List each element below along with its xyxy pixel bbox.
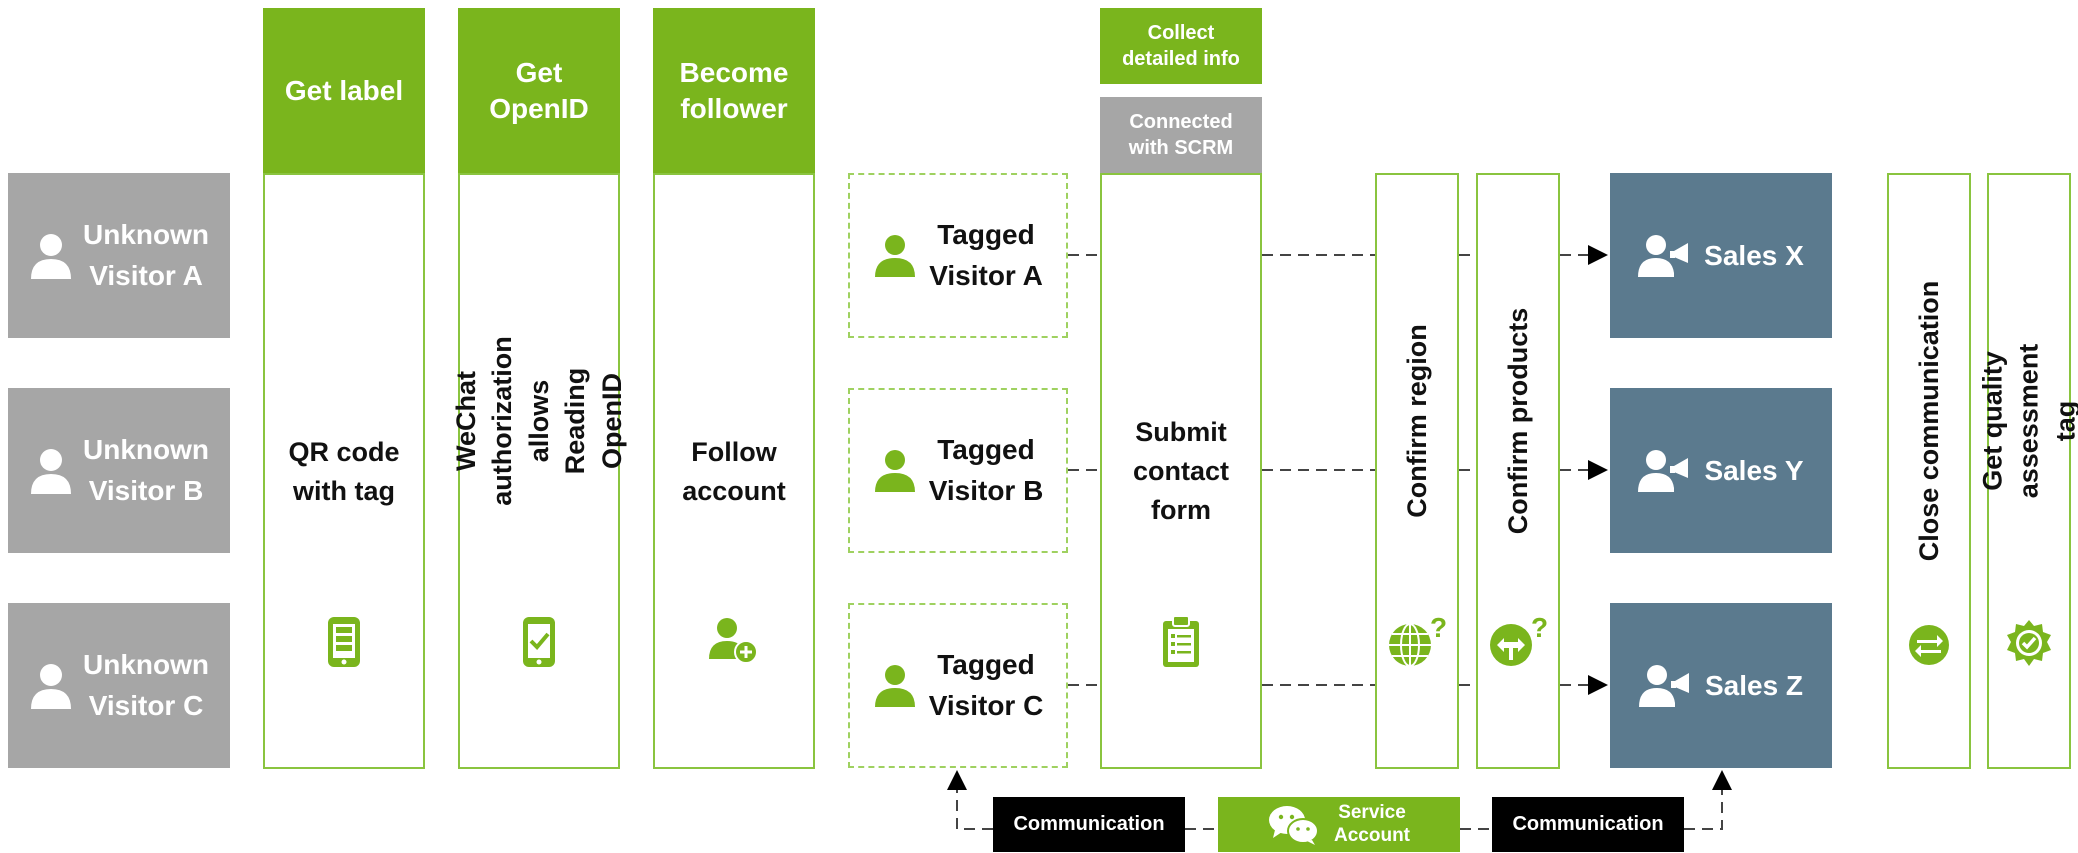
step-quality-tag: Get quality assessment tag — [1977, 173, 2078, 769]
unknown-visitor-line1: Unknown — [83, 648, 209, 680]
communication-label-right: Communication — [1492, 797, 1684, 852]
sales-megaphone-icon — [1638, 234, 1689, 277]
sales-x: Sales X — [1610, 173, 1832, 338]
header-collect-info: Collect detailed info — [1100, 8, 1262, 84]
tagged-visitor-line1: Tagged — [937, 218, 1035, 250]
tagged-visitor-line2: Visitor C — [928, 689, 1044, 721]
svg-text:?: ? — [1430, 615, 1447, 643]
globe-question-icon: ? — [1389, 615, 1447, 667]
sales-label: Sales Y — [1704, 454, 1804, 486]
person-icon — [875, 234, 916, 277]
tagged-visitor-line2: Visitor B — [928, 474, 1044, 506]
step-qr-code: QR code with tag — [263, 173, 425, 769]
quality-badge-icon — [2007, 620, 2051, 666]
mobile-qr-icon — [328, 617, 360, 667]
person-icon — [31, 448, 71, 494]
tagged-visitor-line2: Visitor A — [929, 259, 1043, 291]
sales-z: Sales Z — [1610, 603, 1832, 768]
service-account-box: Service Account — [1218, 797, 1460, 852]
add-user-icon — [709, 618, 758, 664]
exchange-icon — [1909, 625, 1949, 665]
sales-label: Sales X — [1704, 239, 1804, 271]
step-follow-label: Follow account — [682, 437, 786, 507]
tagged-visitor-line1: Tagged — [937, 433, 1035, 465]
product-question-icon: ? — [1490, 615, 1548, 666]
unknown-visitor-line1: Unknown — [83, 218, 209, 250]
sales-label: Sales Z — [1704, 669, 1804, 701]
header-become-follower: Become follower — [653, 8, 815, 174]
wechat-icon — [1269, 805, 1319, 845]
sales-y: Sales Y — [1610, 388, 1832, 553]
step-confirm-region: Confirm region ? — [1375, 173, 1459, 769]
step-confirm-products: Confirm products ? — [1476, 173, 1560, 769]
service-account-label: Service Account — [1334, 801, 1410, 846]
step-wechat-auth: WeChat authorization allows Reading Open… — [451, 173, 627, 769]
clipboard-icon — [1163, 615, 1199, 667]
sales-megaphone-icon — [1638, 664, 1689, 707]
step-submit-form: Submit contact form — [1100, 173, 1262, 769]
unknown-visitor-line2: Visitor B — [88, 474, 204, 506]
step-follow-account: Follow account — [653, 173, 815, 769]
header-get-label: Get label — [263, 8, 425, 174]
person-icon — [31, 663, 71, 709]
header-connected-scrm: Connected with SCRM — [1100, 97, 1262, 173]
communication-label-left: Communication — [993, 797, 1185, 852]
person-icon — [874, 449, 915, 492]
step-qr-code-label: QR code with tag — [288, 437, 400, 507]
unknown-visitor-line1: Unknown — [83, 433, 209, 465]
person-icon — [31, 233, 71, 279]
sales-megaphone-icon — [1638, 449, 1689, 492]
mobile-check-icon — [523, 617, 555, 667]
header-get-openid: Get OpenID — [458, 8, 620, 174]
svg-text:?: ? — [1531, 615, 1548, 643]
unknown-visitor-line2: Visitor A — [89, 259, 203, 291]
person-icon — [874, 664, 915, 707]
step-close-communication: Close communication — [1887, 173, 1971, 769]
unknown-visitor-line2: Visitor C — [88, 689, 204, 721]
step-submit-form-label: Submit contact form — [1132, 417, 1230, 526]
tagged-visitor-line1: Tagged — [937, 648, 1035, 680]
